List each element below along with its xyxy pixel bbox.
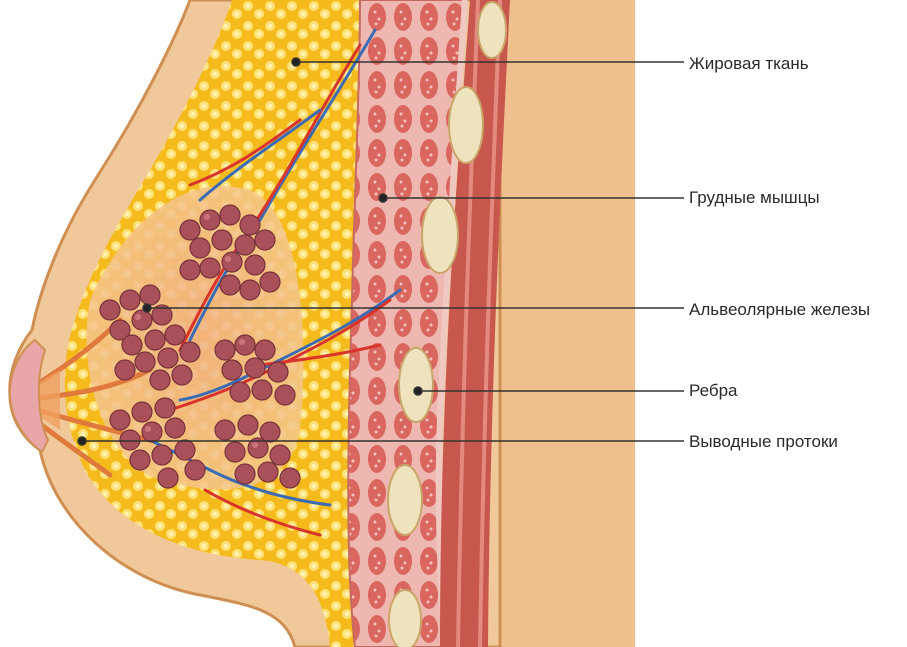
label-chest-muscles: Грудные мышцы	[689, 188, 820, 208]
label-ribs: Ребра	[689, 381, 738, 401]
label-ducts: Выводные протоки	[689, 432, 838, 452]
label-fat-tissue: Жировая ткань	[689, 54, 809, 74]
label-alveolar-glands: Альвеолярные железы	[689, 300, 870, 320]
